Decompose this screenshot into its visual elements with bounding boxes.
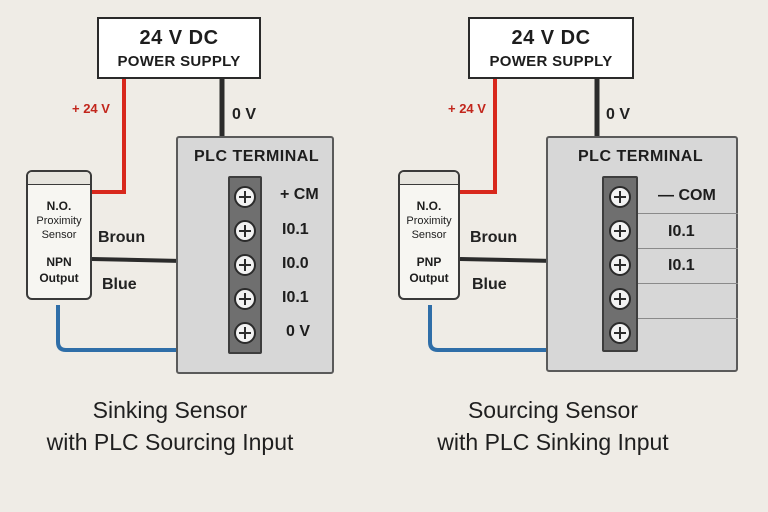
left-zero-volt-label: 0 V — [232, 106, 257, 123]
left-sensor-output: Output — [39, 271, 79, 285]
left-plc-title: PLC TERMINAL — [194, 148, 320, 165]
right-sensor-no: N.O. — [416, 199, 442, 213]
right-sensor-cap — [400, 172, 458, 185]
right-caption-line1: Sourcing Sensor — [467, 397, 639, 423]
left-terminal-label: I0.1 — [282, 221, 309, 238]
right-sensor-output: Output — [409, 271, 449, 285]
left-power-supply: 24 V DC POWER SUPPLY — [97, 17, 261, 79]
left-screw-5 — [234, 322, 256, 344]
right-screw-4 — [609, 288, 631, 310]
left-blue-wire — [56, 305, 228, 352]
right-caption: Sourcing Sensor with PLC Sinking Input — [398, 394, 708, 458]
right-plc-title: PLC TERMINAL — [578, 148, 704, 165]
left-sensor-no: N.O. — [46, 199, 72, 213]
right-divider — [638, 283, 738, 284]
left-caption: Sinking Sensor with PLC Sourcing Input — [20, 394, 320, 458]
left-plus-24v-label: + 24 V — [72, 101, 110, 116]
right-positive-wire — [460, 78, 497, 194]
right-psu-voltage: 24 V DC — [511, 27, 591, 49]
right-blue-wire — [428, 305, 605, 352]
left-screw-2 — [234, 220, 256, 242]
right-brown-label: Broun — [470, 229, 518, 246]
right-plc-terminal — [546, 136, 738, 372]
right-proximity-sensor: N.O. Proximity Sensor PNP Output — [398, 170, 460, 300]
left-sensor-type: NPN — [46, 255, 72, 269]
left-sensor-cap — [28, 172, 90, 185]
right-screw-5 — [609, 322, 631, 344]
left-terminal-label: + CM — [280, 186, 319, 203]
left-psu-label: POWER SUPPLY — [117, 53, 241, 70]
right-divider — [638, 248, 738, 249]
left-terminal-label: I0.1 — [282, 289, 309, 306]
left-screw-1 — [234, 186, 256, 208]
left-sensor-proximity: Proximity — [36, 215, 82, 227]
right-terminal-label: — COM — [658, 187, 716, 204]
left-caption-line1: Sinking Sensor — [92, 397, 248, 423]
left-terminal-label: I0.0 — [282, 255, 309, 272]
right-sensor-sensor: Sensor — [411, 229, 447, 241]
right-blue-label: Blue — [472, 276, 507, 293]
right-sensor-type: PNP — [416, 255, 442, 269]
left-caption-line2: with PLC Sourcing Input — [46, 429, 294, 455]
right-sensor-proximity: Proximity — [406, 215, 452, 227]
left-terminal-label: 0 V — [286, 323, 311, 340]
right-screw-3 — [609, 254, 631, 276]
right-divider — [638, 213, 738, 214]
right-divider — [638, 318, 738, 319]
left-psu-voltage: 24 V DC — [139, 27, 219, 49]
right-plus-24v-label: + 24 V — [448, 101, 486, 116]
right-screw-2 — [609, 220, 631, 242]
left-proximity-sensor: N.O. Proximity Sensor NPN Output — [26, 170, 92, 300]
left-brown-label: Broun — [98, 229, 146, 246]
left-screw-3 — [234, 254, 256, 276]
right-terminal-label: I0.1 — [668, 257, 695, 274]
right-terminal-label: I0.1 — [668, 223, 695, 240]
right-power-supply: 24 V DC POWER SUPPLY — [468, 17, 634, 79]
left-blue-label: Blue — [102, 276, 137, 293]
right-zero-volt-label: 0 V — [606, 106, 631, 123]
left-sensor-sensor: Sensor — [41, 229, 77, 241]
right-caption-line2: with PLC Sinking Input — [437, 429, 669, 455]
right-psu-label: POWER SUPPLY — [489, 53, 613, 70]
right-screw-1 — [609, 186, 631, 208]
left-screw-4 — [234, 288, 256, 310]
left-positive-wire — [92, 78, 126, 194]
